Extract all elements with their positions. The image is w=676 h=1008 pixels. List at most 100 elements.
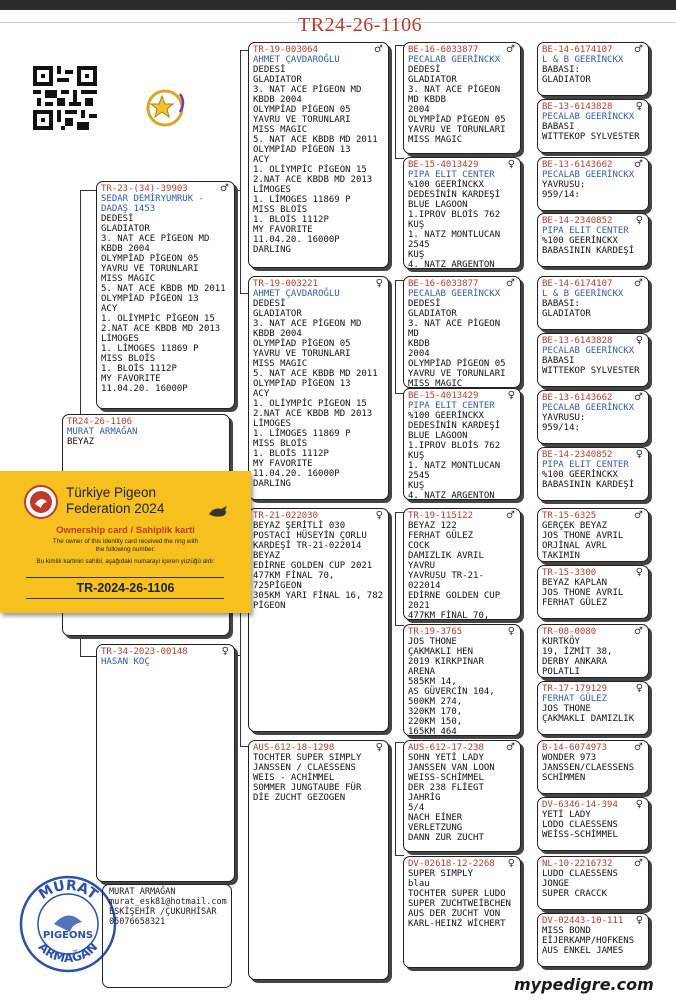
card-notes: %100 GEERİNCKX BABASININ KARDEŞİ — [542, 236, 635, 256]
card-notes: KURTKÖY 19, İZMİT 38, DERBY ANKARA POLAT… — [542, 637, 613, 677]
card-notes: BEYAZ KAPLAN JOS THONE AVRIL FERHAT GÜLE… — [542, 578, 624, 608]
sex-icon: ♀ — [507, 390, 515, 401]
ring-number: TR-21-022030 — [253, 511, 319, 521]
ring-number: DV-02443-10-111 — [542, 916, 624, 926]
card-notes: DEDESİ GLADIATOR 3. NAT ACE PİGEON MD KB… — [408, 299, 506, 388]
pedigree-card-dam: TR-34-2023-00148 ♀ HASAN KOÇ — [96, 644, 235, 882]
connector-gen2-a — [240, 50, 251, 294]
card-notes: BEYAZ 122 FERHAT GÜLEZ COCK DAMIZLIK AVR… — [408, 521, 501, 620]
owner-name: AHMET ÇAVDAROĞLU — [253, 289, 340, 299]
owner-name: PECALAB GEERİNCKX — [408, 289, 501, 299]
card-notes: TOCHTER SUPER SIMPLY JANSSEN / CLAESSENS… — [253, 753, 362, 803]
card-notes: GERÇEK BEYAZ JOS THONE AVRIL ORJİNAL AVR… — [542, 521, 624, 561]
sex-icon: ♀ — [375, 742, 383, 753]
federation-emblem-icon — [24, 485, 58, 519]
sex-icon: ♂ — [634, 858, 643, 869]
owner-name: PECALAB GEERİNCKX — [542, 112, 635, 122]
qr-code-icon — [33, 66, 97, 130]
pedigree-card-g4-4: BE-14-2340852♀PIPA ELIT CENTER%100 GEERİ… — [537, 213, 649, 267]
pedigree-card-sire: TR-23-(34)-39903 ♂ SEDAR DEMİRYUMRUK - D… — [96, 181, 235, 409]
sex-icon: ♂ — [506, 510, 515, 521]
ring-number: TR-19-115122 — [408, 511, 474, 521]
owner-name: L & B GEERİNCKX — [542, 289, 624, 299]
card-notes: LUDO CLAESSENS JONGE SUPER CRACCK — [542, 869, 618, 899]
card-notes: YAVRUSU: 959/14: — [542, 413, 586, 433]
card-notes: DEDESİ GLADIATOR 3. NAT ACE PİGEON MD KB… — [101, 214, 226, 394]
pedigree-card-g4-10: TR-15-3300♀BEYAZ KAPLAN JOS THONE AVRIL … — [537, 565, 649, 619]
sex-icon: ♂ — [634, 392, 643, 403]
sex-icon: ♀ — [635, 449, 643, 460]
federation-name-line2: Federation 2024 — [66, 501, 165, 516]
sex-icon: ♂ — [634, 278, 643, 289]
sex-icon: ♀ — [635, 915, 643, 926]
connector-gen3-c — [395, 512, 404, 626]
card-notes: %100 GEERİNCKX DEDESİNİN KARDEŞİ BLUE LA… — [408, 411, 501, 500]
ring-number: TR-23-(34)-39903 — [101, 184, 188, 194]
stamp-middle-text: PIGEONS — [43, 930, 93, 941]
pedigree-card-g2-1: TR-19-003064 ♂ AHMET ÇAVDAROĞLU DEDESİ G… — [248, 42, 389, 268]
ring-number: B-14-6074973 — [542, 743, 608, 753]
card-notes: MISS BOND EİJERKAMP/HOFKENS AUS ENKEL JA… — [542, 926, 635, 956]
card-notes: DEDESİ GLADIATOR 3. NAT ACE PİGEON MD KB… — [253, 65, 378, 255]
card-notes: SUPER SIMPLY blau TOCHTER SUPER LUDO SUP… — [408, 869, 511, 929]
pedigree-card-g2-2: TR-19-003221 ♀ AHMET ÇAVDAROĞLU DEDESİ G… — [248, 276, 389, 500]
sex-icon: ♂ — [506, 278, 515, 289]
card-notes: YAVRUSU: 959/14: — [542, 180, 586, 200]
ring-number: BE-16-6033877 — [408, 45, 479, 55]
ring-number: TR-15-3300 — [542, 568, 597, 578]
ring-number: AUS-612-18-1298 — [253, 743, 335, 753]
owner-name: HASAN KOÇ — [101, 657, 150, 667]
pedigree-card-g4-16: DV-02443-10-111 ♀MISS BOND EİJERKAMP/HOFK… — [537, 913, 649, 967]
pedigree-card-g4-9: TR-15-6325♂GERÇEK BEYAZ JOS THONE AVRIL … — [537, 508, 649, 562]
card-notes: BEYAZ ŞERİTLİ 030 POSTACI HÜSEYİN ÇORLU … — [253, 521, 384, 611]
sex-icon: ♀ — [635, 101, 643, 112]
card-notes: JOS THONE ÇAKMAKLI DAMIZLIK — [542, 704, 635, 724]
pigeon-icon — [209, 506, 227, 517]
subject-ring: TR24-26-1106 — [67, 417, 133, 427]
sex-icon: ♀ — [507, 858, 515, 869]
pedigree-card-g3-7: AUS-612-17-238♂SOHN YETİ LADY JANSSEN VA… — [403, 740, 521, 852]
pedigree-card-g3-8: DV-02618-12-2268♀SUPER SIMPLY blau TOCHT… — [403, 856, 521, 968]
card-notes: WONDER 973 JANSSEN/CLAESSENS SCHİMMEN — [542, 753, 635, 783]
ownership-card: Türkiye Pigeon Federation 2024 Ownership… — [0, 471, 251, 613]
card-line-3: Bu kimlik kartinin sahibi, aşağıdaki num… — [36, 558, 215, 565]
ring-number: BE-14-6174107 — [542, 45, 613, 55]
sex-icon: ♂ — [634, 742, 643, 753]
pedigree-card-g3-6: TR-19-3765♀JOS THONE ÇAKMAKLI HEN 2019 K… — [403, 624, 521, 736]
svg-text:ARMAĞAN: ARMAĞAN — [36, 940, 101, 965]
brand-logo: mypedigre.com — [514, 975, 654, 994]
sex-icon: ♀ — [507, 159, 515, 170]
ring-number: BE-14-6174107 — [542, 279, 613, 289]
sex-icon: ♀ — [635, 215, 643, 226]
pedigree-card-g3-5: TR-19-115122 ♂ BEYAZ 122 FERHAT GÜLEZ COCK… — [403, 508, 521, 620]
pedigree-card-g4-8: BE-14-2340852♀PIPA ELIT CENTER%100 GEERİ… — [537, 447, 649, 501]
owner-name: AHMET ÇAVDAROĞLU — [253, 55, 340, 65]
sex-icon: ♀ — [375, 278, 383, 289]
owner-name: PECALAB GEERİNCKX — [542, 346, 635, 356]
sex-icon: ♂ — [634, 510, 643, 521]
owner-stamp: MURAT PIGEONS ARMAĞAN — [19, 875, 117, 973]
card-notes: DEDESİ GLADIATOR 3. NAT ACE PİGEON MD KB… — [253, 299, 378, 489]
sex-icon: ♂ — [374, 44, 383, 55]
owner-name: PECALAB GEERİNCKX — [408, 55, 501, 65]
owner-name: PIPA ELIT CENTER — [542, 460, 629, 470]
sex-icon: ♀ — [507, 626, 515, 637]
card-lower-rule — [26, 598, 224, 599]
pedigree-card-g2-4: AUS-612-18-1298 ♀ TOCHTER SUPER SIMPLY J… — [248, 740, 389, 980]
ring-number: BE-13-6143662 — [542, 160, 613, 170]
ring-number: NL-10-2216732 — [542, 859, 613, 869]
card-upper-rule — [26, 577, 224, 578]
owner-name: FERHAT GÜLEZ — [542, 694, 608, 704]
connector-gen3-d — [395, 742, 404, 856]
ring-number: BE-15-4013429 — [408, 160, 479, 170]
ring-number: BE-14-2340852 — [542, 216, 613, 226]
ring-number: BE-14-2340852 — [542, 450, 613, 460]
federation-name: Türkiye Pigeon Federation 2024 — [66, 485, 164, 517]
owner-name: PIPA ELIT CENTER — [408, 170, 495, 180]
sex-icon: ♂ — [506, 742, 515, 753]
